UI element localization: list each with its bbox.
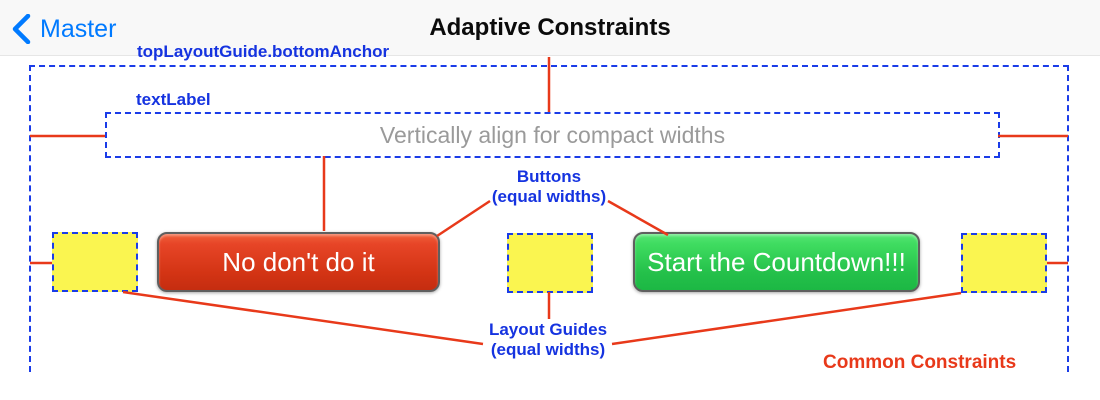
page-title: Adaptive Constraints xyxy=(429,14,671,41)
annotation-buttons: Buttons (equal widths) xyxy=(449,167,649,207)
back-button-label: Master xyxy=(40,15,117,43)
navigation-bar: Master Adaptive Constraints xyxy=(0,0,1100,56)
text-label: Vertically align for compact widths xyxy=(105,112,1000,158)
layout-guide-left xyxy=(52,232,138,292)
annotation-common-constraints: Common Constraints xyxy=(823,352,1017,373)
text-label-value: Vertically align for compact widths xyxy=(379,121,726,148)
no-button[interactable]: No don't do it xyxy=(157,232,440,292)
annotation-layout-guides-line1: Layout Guides xyxy=(488,320,608,339)
annotation-text-label: textLabel xyxy=(136,90,211,109)
layout-guide-middle xyxy=(507,233,593,293)
annotation-buttons-line2: (equal widths) xyxy=(491,187,607,206)
annotation-layout-guides-line2: (equal widths) xyxy=(490,340,606,359)
annotation-buttons-line1: Buttons xyxy=(516,167,582,186)
annotation-layout-guides: Layout Guides (equal widths) xyxy=(448,320,648,360)
chevron-left-icon xyxy=(12,14,32,44)
back-button[interactable]: Master xyxy=(12,14,116,44)
annotation-top-layout-guide: topLayoutGuide.bottomAnchor xyxy=(137,42,390,61)
layout-guide-right xyxy=(961,233,1047,293)
countdown-button[interactable]: Start the Countdown!!! xyxy=(633,232,920,292)
